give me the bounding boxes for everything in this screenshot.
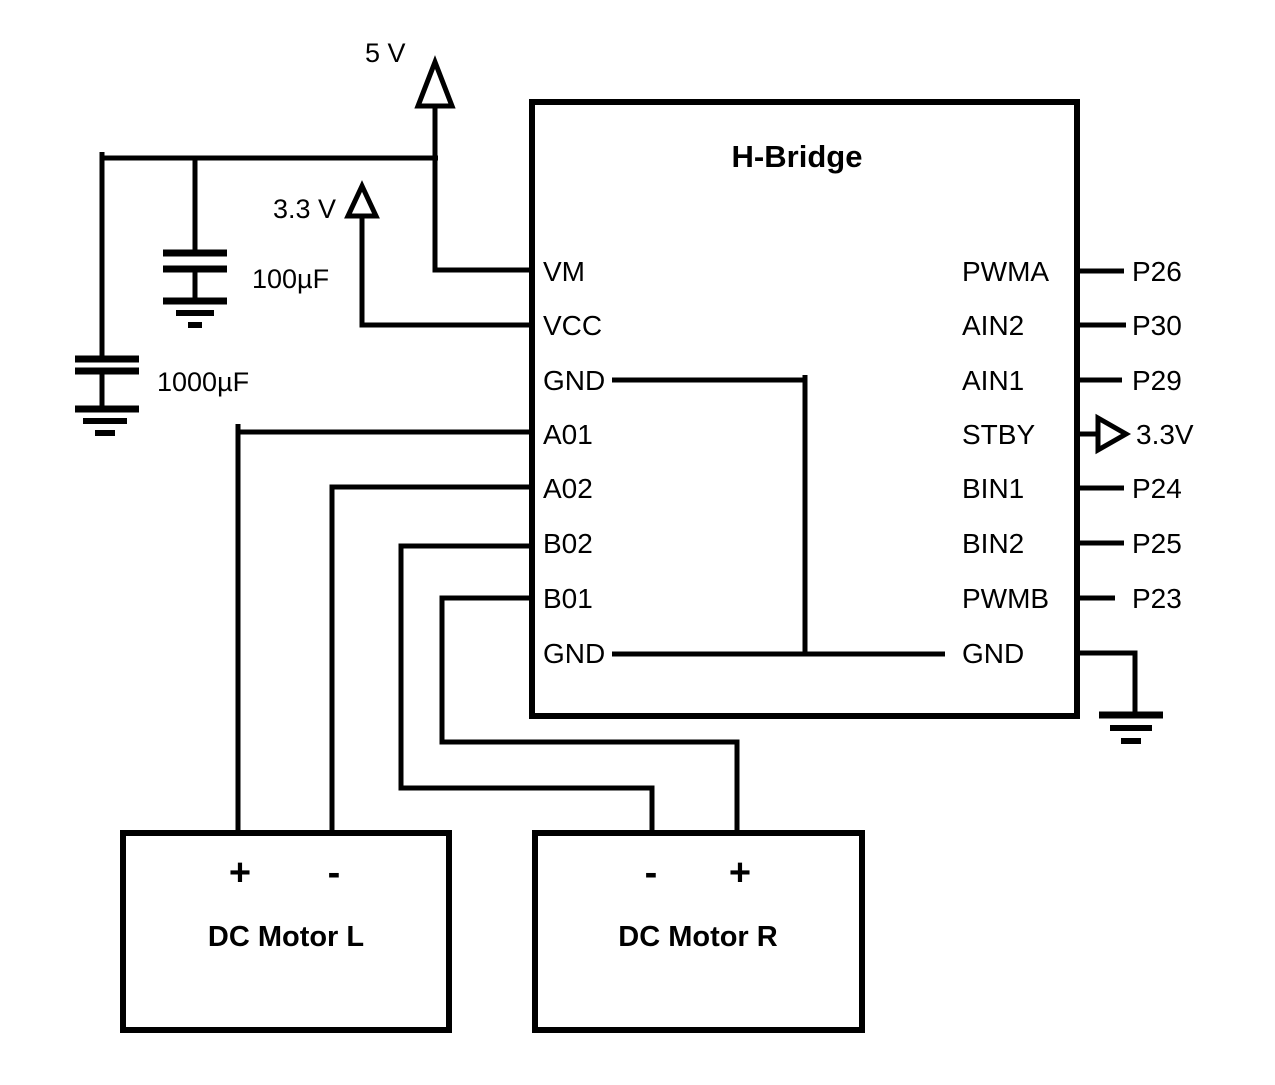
ground-symbol-100uf — [163, 297, 227, 328]
pin-vcc: VCC — [543, 310, 602, 341]
pin-b01: B01 — [543, 583, 593, 614]
wire-b01 — [439, 595, 740, 835]
power-arrow-5v-icon — [414, 55, 456, 109]
dc-motor-r: - + DC Motor R — [618, 852, 778, 953]
capacitor-100uf — [163, 158, 227, 301]
wire-5v-to-vm — [432, 105, 532, 273]
pin-stby: STBY — [962, 419, 1035, 450]
stby-arrow-icon — [1095, 413, 1132, 455]
gnd-internal-wires — [612, 375, 945, 657]
motor-l-minus-terminal: - — [328, 852, 341, 894]
right-pin-stubs — [1077, 268, 1132, 601]
capacitor-1000uf — [75, 152, 139, 409]
pin-gnd-top: GND — [543, 365, 605, 396]
ext-label-p26: P26 — [1132, 256, 1182, 287]
hbridge-right-pin-labels: PWMA AIN2 AIN1 STBY BIN1 BIN2 PWMB GND — [962, 256, 1049, 669]
ext-label-p25: P25 — [1132, 528, 1182, 559]
dc-motor-l: + - DC Motor L — [208, 852, 364, 953]
wire-3v3-to-vcc — [359, 215, 532, 328]
pin-pwma: PWMA — [962, 256, 1049, 287]
pin-bin1: BIN1 — [962, 473, 1024, 504]
pin-ain1: AIN1 — [962, 365, 1024, 396]
ext-label-p23: P23 — [1132, 583, 1182, 614]
power-rail-3v3 — [344, 180, 532, 328]
ext-label-p29: P29 — [1132, 365, 1182, 396]
pin-a02: A02 — [543, 473, 593, 504]
pin-bin2: BIN2 — [962, 528, 1024, 559]
pin-b02: B02 — [543, 528, 593, 559]
capacitor-1000uf-value: 1000µF — [157, 367, 249, 397]
power-rail-5v — [102, 55, 532, 273]
motor-l-label: DC Motor L — [208, 921, 364, 953]
wire-b02 — [398, 543, 655, 835]
pin-vm: VM — [543, 256, 585, 287]
pin-gnd-right: GND — [962, 638, 1024, 669]
ext-label-p30: P30 — [1132, 310, 1182, 341]
supply-3v3-label: 3.3 V — [273, 194, 336, 224]
capacitor-100uf-value: 100µF — [252, 264, 329, 294]
dc-motor-l-box — [120, 830, 452, 1033]
hbridge-left-pin-labels: VM VCC GND A01 A02 B02 B01 GND — [543, 256, 605, 669]
motor-r-plus-terminal: + — [729, 852, 751, 894]
supply-5v-label: 5 V — [365, 38, 406, 68]
power-arrow-3v3-icon — [344, 180, 380, 219]
pin-ain2: AIN2 — [962, 310, 1024, 341]
dc-motor-r-box — [532, 830, 865, 1033]
motor-r-minus-terminal: - — [645, 852, 658, 894]
external-pin-labels: P26 P30 P29 3.3V P24 P25 P23 — [1132, 256, 1194, 614]
pin-gnd-bottom: GND — [543, 638, 605, 669]
ground-symbol-right — [1099, 711, 1163, 744]
hbridge-title: H-Bridge — [732, 139, 863, 174]
motor-r-label: DC Motor R — [618, 921, 778, 953]
wire-gnd-right — [1077, 650, 1138, 715]
ground-symbol-1000uf — [75, 405, 139, 436]
output-wires — [235, 424, 740, 835]
wire-a02 — [329, 484, 532, 835]
motor-l-plus-terminal: + — [229, 852, 251, 894]
pin-a01: A01 — [543, 419, 593, 450]
ext-label-p24: P24 — [1132, 473, 1182, 504]
ext-label-stby-3v3: 3.3V — [1136, 419, 1194, 450]
gnd-wire-right — [1077, 650, 1163, 744]
pin-pwmb: PWMB — [962, 583, 1049, 614]
